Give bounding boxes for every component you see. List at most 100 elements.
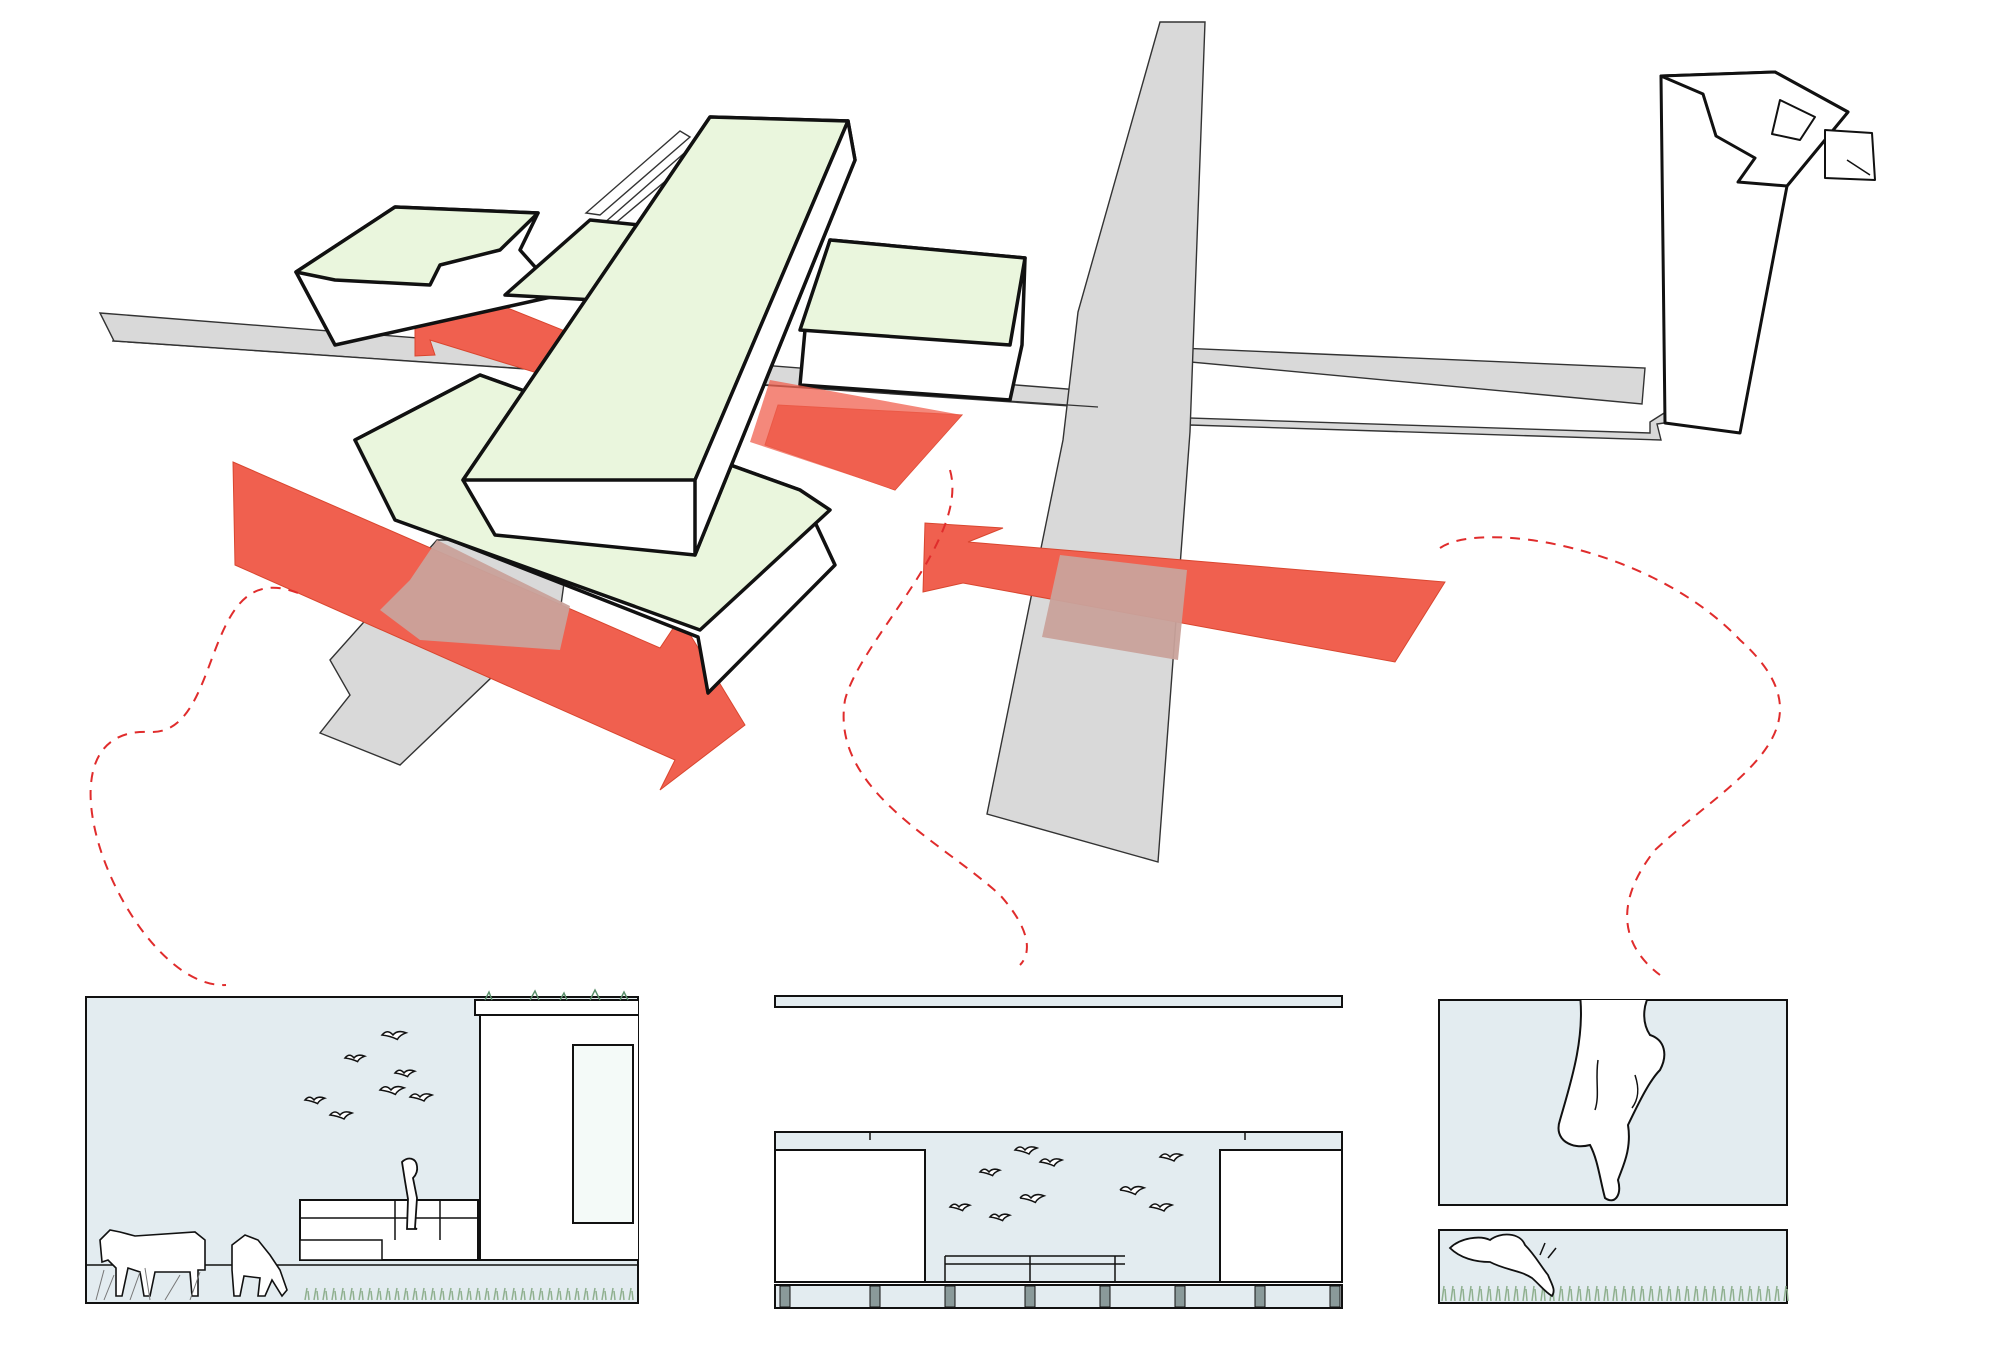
grass-blade	[628, 1287, 634, 1301]
grass-blade	[358, 1287, 364, 1301]
center-arrow-overlay	[750, 380, 962, 490]
flow-road-overlap	[380, 540, 1187, 660]
long-bar-block	[461, 115, 857, 557]
section-left	[85, 988, 639, 1304]
grass-blade	[1783, 1285, 1789, 1302]
grass-blade	[394, 1287, 400, 1301]
grass-blade	[1594, 1285, 1600, 1302]
grass-blade	[1657, 1285, 1663, 1302]
bird-icon	[328, 1111, 355, 1121]
grass-blade	[1684, 1285, 1690, 1302]
pier	[944, 1285, 956, 1308]
person-icon	[401, 1157, 419, 1230]
section-left-roof	[474, 999, 638, 1016]
grass-blade	[1612, 1285, 1618, 1302]
grass-blade	[475, 1287, 481, 1301]
tower-window-left	[1771, 99, 1816, 141]
bird-icon	[408, 1093, 435, 1103]
grass-blade	[1567, 1285, 1573, 1302]
bird-icon	[1018, 1193, 1047, 1204]
section-center-rail	[944, 1255, 1125, 1282]
bird-icon	[303, 1096, 328, 1105]
birds	[303, 1030, 435, 1121]
grass-blade	[466, 1287, 472, 1301]
grass-blade	[484, 1287, 490, 1301]
callouts	[89, 469, 1781, 987]
grass-blade	[412, 1287, 418, 1301]
grass-blade	[1477, 1285, 1483, 1302]
grass-blade	[1648, 1285, 1654, 1302]
grass-blade	[1675, 1285, 1681, 1302]
piers	[779, 1285, 1341, 1308]
section-center-volume-right	[1219, 1149, 1343, 1283]
callout-right	[1439, 536, 1781, 976]
grass-blade	[439, 1287, 445, 1301]
grass-blade	[619, 1287, 625, 1301]
goat-icon	[1448, 1233, 1555, 1298]
section-left-platform	[299, 1199, 479, 1261]
grass-blade	[457, 1287, 463, 1301]
grass-blade	[1522, 1285, 1528, 1302]
grass-blade	[529, 1287, 535, 1301]
grass-blade	[1747, 1285, 1753, 1302]
grass-blade	[1765, 1285, 1771, 1302]
grass-blade	[1486, 1285, 1492, 1302]
section-right	[1438, 999, 1789, 1304]
section-center-volume-left	[774, 1149, 926, 1283]
grass-blade	[403, 1287, 409, 1301]
bird-icon	[978, 1168, 1003, 1177]
cross-road	[986, 21, 1206, 863]
hand-icon	[1557, 1000, 1666, 1202]
grass-blade	[547, 1287, 553, 1301]
grass-blade	[1441, 1285, 1447, 1302]
grass-blade	[574, 1287, 580, 1301]
grass-blade	[1450, 1285, 1456, 1302]
bird-icon	[1038, 1158, 1065, 1168]
grass-blade	[376, 1287, 382, 1301]
bird-icon	[380, 1030, 409, 1041]
grass-blade	[556, 1287, 562, 1301]
section-center	[774, 995, 1343, 1309]
grass-blade	[1513, 1285, 1519, 1302]
bird-icon	[1148, 1203, 1175, 1213]
grass-blade	[538, 1287, 544, 1301]
grass-blade	[610, 1287, 616, 1301]
grass-blade	[511, 1287, 517, 1301]
grass-blade	[367, 1287, 373, 1301]
callout-center	[842, 469, 1028, 966]
grass-blade	[385, 1287, 391, 1301]
grass-blade	[583, 1287, 589, 1301]
grass-blade	[1558, 1285, 1564, 1302]
pier	[1174, 1285, 1186, 1308]
grass-blade	[1603, 1285, 1609, 1302]
grass-blade	[1774, 1285, 1780, 1302]
grass-blade	[1729, 1285, 1735, 1302]
grass-blade	[1711, 1285, 1717, 1302]
grass-blade	[592, 1287, 598, 1301]
grass-blade	[322, 1287, 328, 1301]
grass-blade	[349, 1287, 355, 1301]
grass-blade	[313, 1287, 319, 1301]
section-center-canopy	[774, 995, 1343, 1008]
buildings	[294, 115, 1027, 695]
cow-icon	[99, 1229, 206, 1297]
grass-blade	[1585, 1285, 1591, 1302]
cow-icon	[231, 1234, 288, 1298]
grass-blade	[1459, 1285, 1465, 1302]
grass-blade	[1756, 1285, 1762, 1302]
east-block	[798, 238, 1027, 402]
callout-left	[89, 586, 299, 987]
pier	[1329, 1285, 1341, 1308]
grass-blade	[1639, 1285, 1645, 1302]
west-block	[294, 205, 562, 347]
grass-blade	[1576, 1285, 1582, 1302]
section-center-foundation	[774, 1284, 1343, 1309]
grass-blade	[493, 1287, 499, 1301]
grass-blade	[1468, 1285, 1474, 1302]
bird-icon	[393, 1069, 418, 1078]
bird-icon	[343, 1054, 368, 1063]
grass-blade	[304, 1287, 310, 1301]
grass-blade	[565, 1287, 571, 1301]
section-left-window	[572, 1044, 634, 1224]
